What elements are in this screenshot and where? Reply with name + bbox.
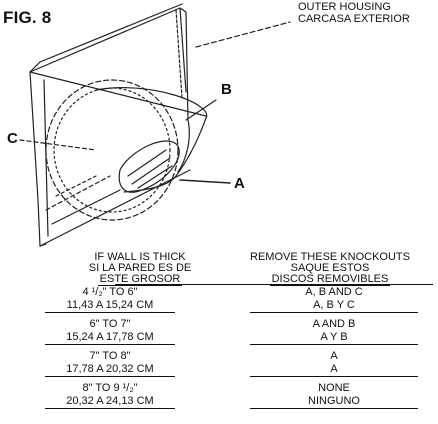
thickness-cm: 11,43 A 15,24 CM	[45, 300, 175, 313]
table-row: 6" TO 7" 15,24 A 17,78 CM A AND B A Y B	[0, 317, 438, 349]
remove-knockouts-header-en: REMOVE THESE KNOCKOUTS	[250, 251, 410, 263]
outer-housing-label-en: OUTER HOUSING	[298, 1, 391, 13]
thickness-inches: 4 ¹/₂" TO 6"	[82, 286, 138, 298]
thickness-inches: 6" TO 7"	[89, 318, 131, 330]
remove-knockouts-en: NONE	[318, 382, 350, 394]
remove-knockouts-en: A	[330, 350, 338, 362]
table-top-rule	[115, 284, 433, 285]
knockout-table: 4 ¹/₂" TO 6" 11,43 A 15,24 CM A, B AND C…	[0, 284, 438, 413]
thickness-cm: 15,24 A 17,78 CM	[45, 332, 175, 345]
remove-knockouts-header-es2: DISCOS REMOVIBLES	[269, 273, 391, 286]
table-row: 7" TO 8" 17,78 A 20,32 CM A A	[0, 349, 438, 381]
wall-thickness-header-es1: SI LA PARED ES DE	[88, 262, 192, 274]
remove-knockouts-es: A	[250, 364, 418, 377]
remove-knockouts-en: A, B AND C	[305, 286, 363, 298]
remove-knockouts-header: REMOVE THESE KNOCKOUTS SAQUE ESTOS DISCO…	[230, 252, 430, 286]
outer-housing-drawing	[19, 3, 291, 247]
wall-thickness-header-en: IF WALL IS THICK	[94, 251, 186, 263]
thickness-inches: 8" TO 9 ¹/₂"	[82, 382, 138, 394]
thickness-cm: 17,78 A 20,32 CM	[45, 364, 175, 377]
remove-knockouts-header-es1: SAQUE ESTOS	[290, 262, 370, 274]
outer-housing-label-es: CARCASA EXTERIOR	[298, 13, 410, 25]
table-row: 8" TO 9 ¹/₂" 20,32 A 24,13 CM NONE NINGU…	[0, 381, 438, 413]
remove-knockouts-es: A Y B	[250, 332, 418, 345]
table-row: 4 ¹/₂" TO 6" 11,43 A 15,24 CM A, B AND C…	[0, 285, 438, 317]
outer-housing-callout: OUTER HOUSING CARCASA EXTERIOR	[298, 1, 410, 25]
thickness-cm: 20,32 A 24,13 CM	[45, 396, 175, 409]
wall-thickness-header-es2: ESTE GROSOR	[97, 273, 183, 286]
wall-thickness-header: IF WALL IS THICK SI LA PARED ES DE ESTE …	[60, 252, 220, 286]
remove-knockouts-es: A, B Y C	[250, 300, 418, 313]
knockout-c-label: C	[7, 130, 18, 147]
remove-knockouts-en: A AND B	[312, 318, 356, 330]
knockout-b-label: B	[221, 81, 232, 98]
knockout-a-label: A	[234, 175, 245, 192]
remove-knockouts-es: NINGUNO	[250, 396, 418, 409]
thickness-inches: 7" TO 8"	[89, 350, 131, 362]
figure-label: FIG. 8	[3, 8, 52, 27]
